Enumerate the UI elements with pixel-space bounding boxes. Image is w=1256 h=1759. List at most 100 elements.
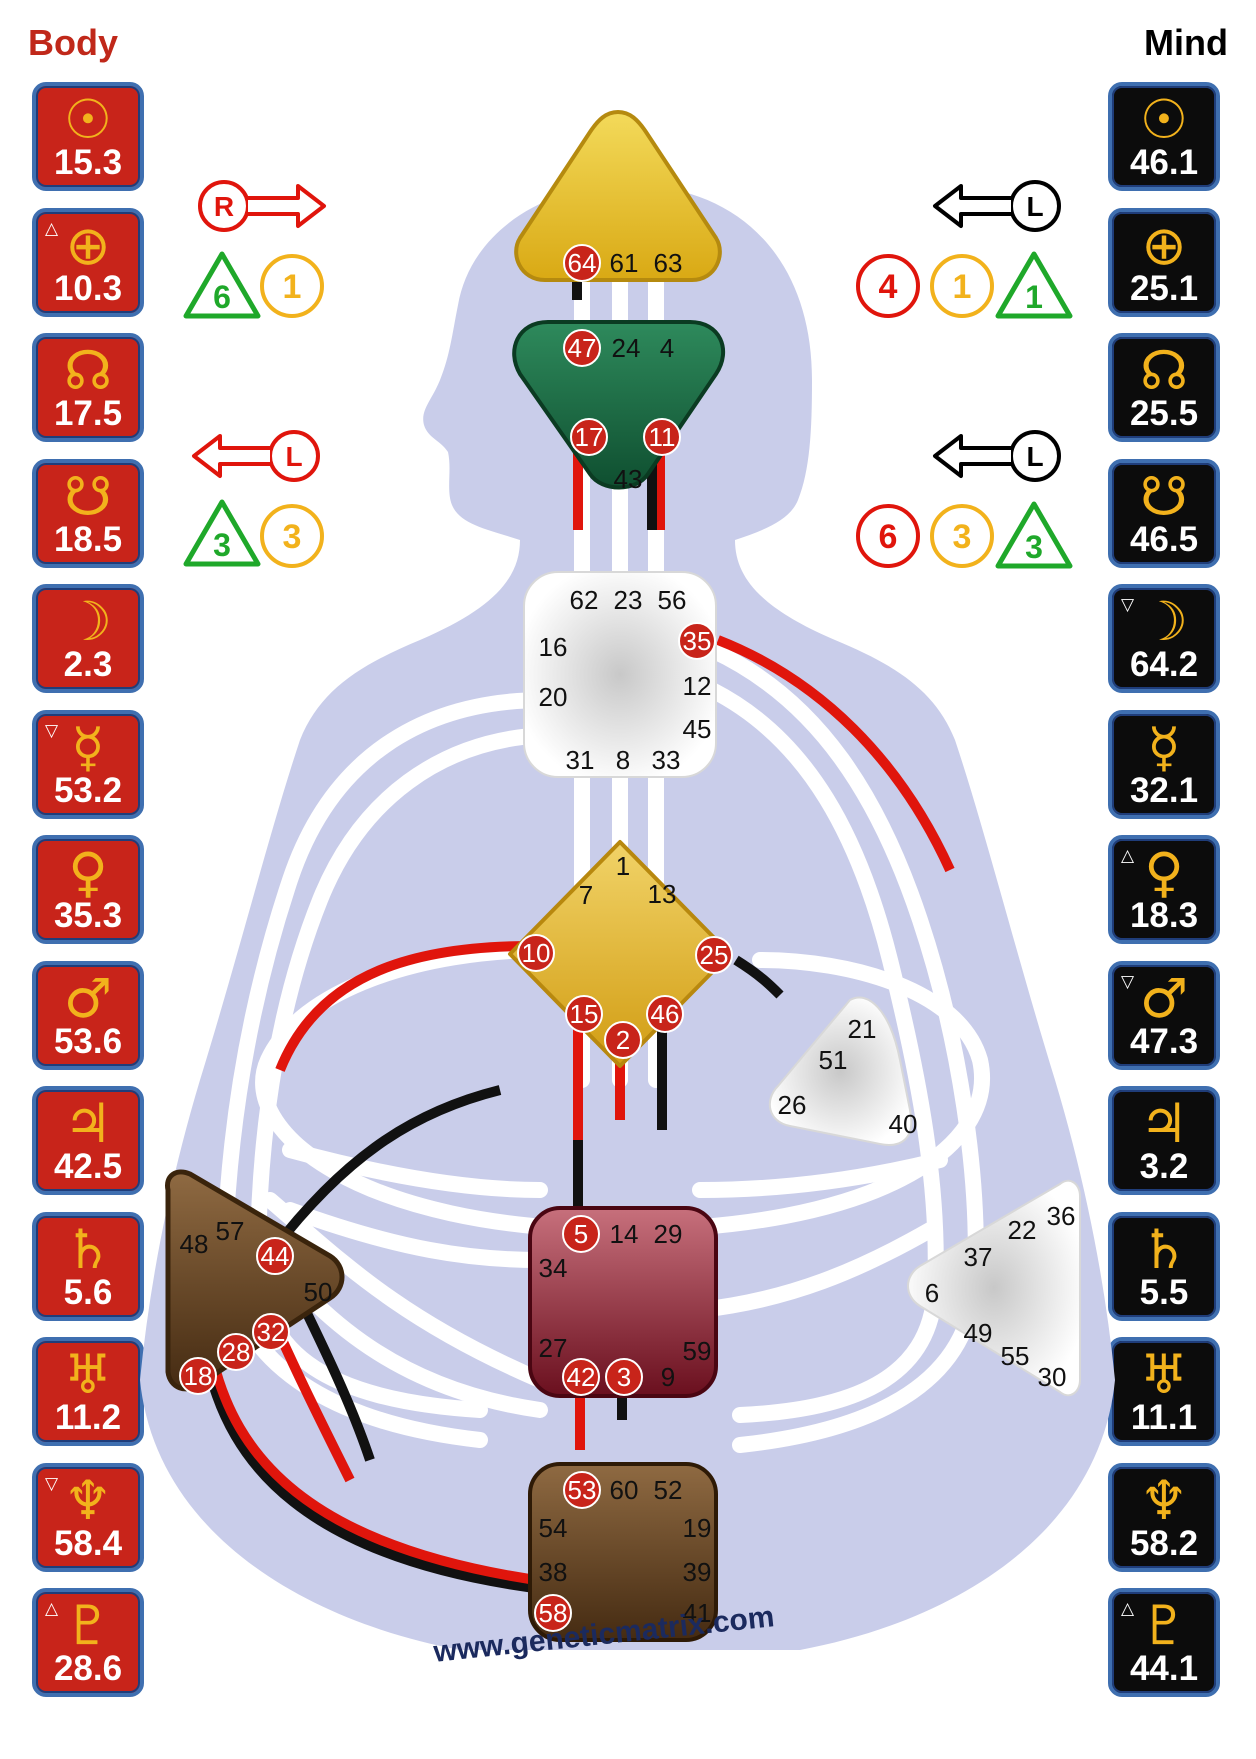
south-node-icon: ☋	[64, 464, 112, 528]
gate-2: 2	[616, 1025, 630, 1055]
mind-top-orange-ring	[930, 254, 994, 318]
fixing-icon: △	[1121, 846, 1135, 866]
gate-14: 14	[610, 1219, 639, 1249]
gate-52: 52	[654, 1475, 683, 1505]
saturn-icon: ♄	[1139, 1217, 1189, 1281]
mind-saturn-box[interactable]: ♄5.5	[1108, 1211, 1220, 1321]
pluto-icon: ♇	[63, 1594, 113, 1657]
mind-earth-box[interactable]: ⊕25.1	[1108, 207, 1220, 317]
active-gate-marker	[562, 1215, 600, 1253]
body-moon-box[interactable]: ☽2.3	[32, 584, 144, 693]
gate-48: 48	[180, 1229, 209, 1259]
gate-13: 13	[648, 879, 677, 909]
mind-jupiter-box[interactable]: ♃3.2	[1108, 1086, 1220, 1195]
planet-gate-value: 53.2	[53, 770, 123, 810]
body-sun-box[interactable]: ☉15.3	[32, 82, 144, 191]
body-bottom-green-triangle	[183, 499, 261, 567]
body-earth-box[interactable]: △⊕10.3	[32, 207, 144, 317]
neptune-icon: ♆	[63, 1468, 113, 1532]
mind-mars-box[interactable]: ▽♂47.3	[1108, 960, 1220, 1070]
mind-south-node-box[interactable]: ☋46.5	[1108, 458, 1220, 568]
mercury-icon: ☿	[71, 715, 105, 779]
body-top-green: 6	[213, 279, 231, 315]
north-node-icon: ☊	[64, 339, 112, 402]
gate-26: 26	[778, 1090, 807, 1120]
gate-47: 47	[568, 333, 597, 363]
body-north-node-box[interactable]: ☊17.5	[32, 333, 144, 442]
active-gate-marker	[604, 1021, 642, 1059]
mind-north-node-box[interactable]: ☊25.5	[1108, 333, 1220, 442]
gate-24: 24	[612, 333, 641, 363]
gate-46: 46	[651, 999, 680, 1029]
body-venus-box[interactable]: ♀35.3	[32, 835, 144, 944]
gate-15: 15	[570, 999, 599, 1029]
active-gate-marker	[643, 418, 681, 456]
active-gate-marker	[179, 1357, 217, 1395]
gate-28: 28	[222, 1337, 251, 1367]
body-saturn-box[interactable]: ♄5.6	[32, 1211, 144, 1321]
planet-gate-value: 47.3	[1129, 1021, 1199, 1061]
gate-9: 9	[661, 1362, 675, 1392]
fixing-icon: ▽	[45, 1473, 59, 1494]
gate-45: 45	[683, 714, 712, 744]
sun-icon: ☉	[1139, 88, 1189, 151]
body-jupiter-box[interactable]: ♃42.5	[32, 1086, 144, 1195]
body-uranus-box[interactable]: ♅11.2	[32, 1337, 144, 1446]
mind-moon-box[interactable]: ▽☽64.2	[1108, 584, 1220, 693]
venus-icon: ♀	[68, 841, 108, 904]
mind-pluto-box[interactable]: △♇44.1	[1108, 1588, 1220, 1697]
gate-18: 18	[184, 1361, 213, 1391]
body-bottom-arrow: L	[192, 430, 320, 482]
mind-venus-box[interactable]: △♀18.3	[1108, 835, 1220, 944]
body-bottom-green: 3	[213, 527, 231, 563]
body-pluto-box[interactable]: △♇28.6	[32, 1588, 144, 1697]
body-mars-box[interactable]: ♂53.6	[32, 960, 144, 1070]
mind-top-red: 4	[879, 268, 898, 306]
sacral-center	[528, 1206, 718, 1398]
mind-neptune-box[interactable]: ♆58.2	[1108, 1462, 1220, 1572]
body-mercury-box[interactable]: ▽☿53.2	[32, 709, 144, 819]
mind-mercury-box[interactable]: ☿32.1	[1108, 709, 1220, 819]
planet-gate-value: 15.3	[53, 143, 123, 182]
planet-gate-value: 11.1	[1130, 1398, 1198, 1437]
gate-20: 20	[539, 682, 568, 712]
neptune-icon: ♆	[1139, 1468, 1189, 1532]
mind-uranus-box[interactable]: ♅11.1	[1108, 1337, 1220, 1446]
channel-17	[282, 1142, 548, 1198]
body-south-node-box[interactable]: ☋18.5	[32, 458, 144, 568]
gate-19: 19	[683, 1513, 712, 1543]
mind-sun-box[interactable]: ☉46.1	[1108, 82, 1220, 191]
fixing-icon: ▽	[1121, 595, 1135, 615]
gate-50: 50	[304, 1277, 333, 1307]
sun-icon: ☉	[63, 88, 113, 151]
active-gate-marker	[570, 418, 608, 456]
fixing-icon: △	[45, 1599, 59, 1619]
planet-gate-value: 5.5	[1139, 1272, 1189, 1312]
active-gate-marker	[517, 934, 555, 972]
channel-15	[704, 682, 944, 1423]
planet-gate-value: 53.6	[53, 1021, 123, 1061]
body-neptune-box[interactable]: ▽♆58.4	[32, 1462, 144, 1572]
arrow-label: L	[1026, 191, 1043, 222]
gate-27: 27	[539, 1333, 568, 1363]
gate-3: 3	[617, 1362, 631, 1392]
gate-49: 49	[964, 1318, 993, 1348]
gate-42: 42	[567, 1362, 596, 1392]
activated-channel-14	[203, 1363, 551, 1595]
gate-62: 62	[570, 585, 599, 615]
active-gate-marker	[646, 995, 684, 1033]
planet-gate-value: 3.2	[1139, 1147, 1189, 1186]
jupiter-icon: ♃	[1139, 1092, 1189, 1155]
mind-column-header: Mind	[1144, 22, 1228, 63]
mind-bottom-arrow: L	[933, 430, 1061, 482]
activated-channel-4	[716, 635, 955, 873]
active-gate-marker	[217, 1333, 255, 1371]
uranus-icon: ♅	[1139, 1343, 1189, 1406]
active-gate-marker	[563, 244, 601, 282]
south-node-icon: ☋	[1140, 464, 1188, 528]
body-top-arrow: R	[198, 180, 326, 232]
gate-11: 11	[649, 422, 676, 452]
planet-gate-value: 46.5	[1129, 519, 1199, 559]
earth-icon: ⊕	[1141, 213, 1187, 277]
